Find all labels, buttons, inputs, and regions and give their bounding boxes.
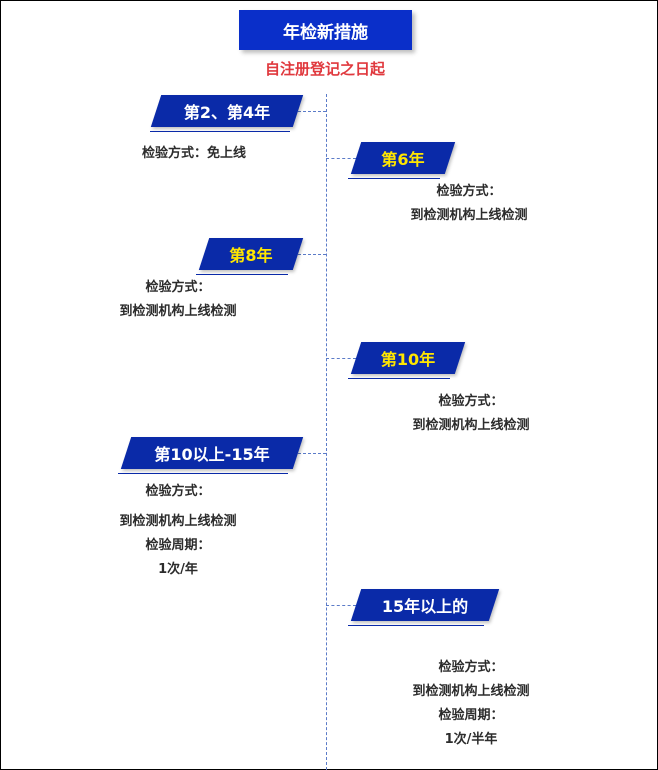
stage-tag-6-underline (348, 625, 484, 626)
page-subtitle: 自注册登记之日起 (264, 60, 385, 78)
stage-4-line-1: 检验方式： (438, 394, 504, 409)
stage-6-line-4: 1次/半年 (444, 732, 498, 747)
stage-5-line-4: 1次/年 (158, 562, 198, 577)
stage-info-3: 检验方式： 到检测机构上线检测 (68, 276, 288, 324)
stage-3-line-2: 到检测机构上线检测 (119, 304, 237, 319)
timeline-axis (326, 94, 327, 770)
stage-5-line-1: 检验方式： (145, 484, 211, 499)
stage-tag-1: 第2、第4年 (150, 95, 304, 132)
stage-6-line-3: 检验周期： (438, 708, 504, 723)
stage-label-3: 第8年 (229, 246, 273, 265)
stage-tag-2-underline (348, 178, 440, 179)
stage-5-line-2: 到检测机构上线检测 (119, 514, 237, 529)
stage-label-4: 第10年 (380, 350, 436, 369)
stage-6-line-1: 检验方式： (438, 660, 504, 675)
stage-5-line-3: 检验周期： (145, 538, 211, 553)
stage-2-line-1: 检验方式： (436, 184, 502, 199)
stage-2-line-2: 到检测机构上线检测 (410, 208, 528, 223)
stage-info-2: 检验方式： 到检测机构上线检测 (359, 180, 579, 228)
stage-info-5: 检验方式： 到检测机构上线检测 检验周期： 1次/年 (68, 480, 288, 582)
stage-label-6: 15年以上的 (381, 597, 469, 616)
connector-stage-1 (298, 111, 326, 112)
stage-3-line-1: 检验方式： (145, 280, 211, 295)
stage-info-1: 检验方式：免上线 (84, 142, 304, 166)
stage-4-line-2: 到检测机构上线检测 (412, 418, 530, 433)
stage-label-1: 第2、第4年 (183, 103, 271, 122)
stage-tag-6: 15年以上的 (348, 589, 500, 626)
connector-stage-6 (326, 605, 356, 606)
stage-1-line-1: 检验方式：免上线 (141, 146, 246, 161)
stage-tag-5-underline (118, 473, 288, 474)
stage-tag-5: 第10以上-15年 (118, 437, 304, 474)
connector-stage-5 (298, 453, 326, 454)
stage-tag-3-underline (196, 274, 288, 275)
stage-info-6: 检验方式： 到检测机构上线检测 检验周期： 1次/半年 (361, 656, 581, 752)
stage-tag-4-underline (348, 378, 450, 379)
connector-stage-3 (298, 254, 326, 255)
page-title: 年检新措施 (239, 10, 412, 50)
connector-stage-2 (326, 158, 356, 159)
stage-tag-4: 第10年 (348, 342, 466, 379)
stage-info-4: 检验方式： 到检测机构上线检测 (361, 390, 581, 438)
stage-label-2: 第6年 (381, 150, 425, 169)
stage-tag-2: 第6年 (348, 142, 456, 179)
page-title-text: 年检新措施 (283, 22, 368, 43)
stage-6-line-2: 到检测机构上线检测 (412, 684, 530, 699)
stage-label-5: 第10以上-15年 (154, 445, 270, 464)
connector-stage-4 (326, 358, 356, 359)
stage-tag-3: 第8年 (196, 238, 304, 275)
stage-tag-1-underline (150, 131, 290, 132)
